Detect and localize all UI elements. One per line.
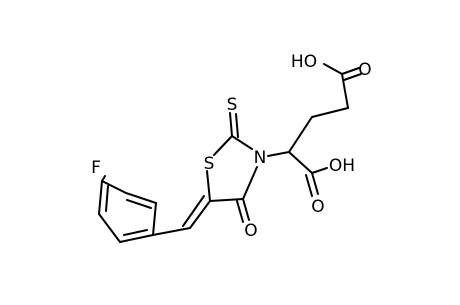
bond — [123, 229, 148, 236]
atom-label-oxygen-acid1-carbonyl: O — [358, 60, 371, 80]
bond — [182, 195, 205, 227]
bond — [288, 116, 313, 153]
atom-label-sulfur-ring: S — [204, 154, 215, 174]
bond — [311, 172, 319, 195]
bond — [305, 174, 313, 197]
bond — [267, 151, 290, 157]
fluorophenyl-ring — [98, 180, 157, 243]
atom-label-sulfur-thioxo: S — [227, 95, 238, 115]
bond — [235, 113, 239, 138]
bond — [341, 67, 360, 75]
bond — [242, 198, 250, 221]
bond — [343, 73, 362, 81]
bond — [209, 198, 244, 202]
bond — [236, 200, 244, 223]
bond — [341, 73, 349, 109]
bond — [101, 175, 106, 182]
bond — [206, 170, 211, 202]
bond — [231, 135, 253, 150]
bond — [152, 227, 191, 236]
bond — [323, 63, 343, 75]
bond — [242, 166, 258, 200]
thiazolidine-ring — [206, 135, 258, 202]
bond — [119, 234, 154, 243]
bond — [288, 151, 313, 174]
bond — [98, 213, 121, 243]
bond — [105, 185, 109, 212]
bond — [311, 167, 328, 174]
bond — [213, 135, 233, 156]
bond — [125, 192, 157, 204]
bond — [152, 202, 157, 236]
atom-label-hydroxyl-acid1: HO — [291, 52, 317, 72]
atom-label-fluorine: F — [91, 158, 101, 178]
atom-label-oxygen-acid2-carbonyl: O — [311, 197, 324, 217]
bond — [311, 107, 349, 118]
bond — [98, 180, 103, 215]
bond — [229, 112, 233, 137]
bond — [126, 199, 152, 209]
atom-label-nitrogen: N — [254, 148, 267, 168]
bond — [101, 180, 127, 194]
atom-label-oxygen-ring-carbonyl: O — [244, 221, 257, 241]
bond — [189, 200, 211, 229]
atom-label-hydroxyl-acid2: OH — [329, 156, 355, 176]
